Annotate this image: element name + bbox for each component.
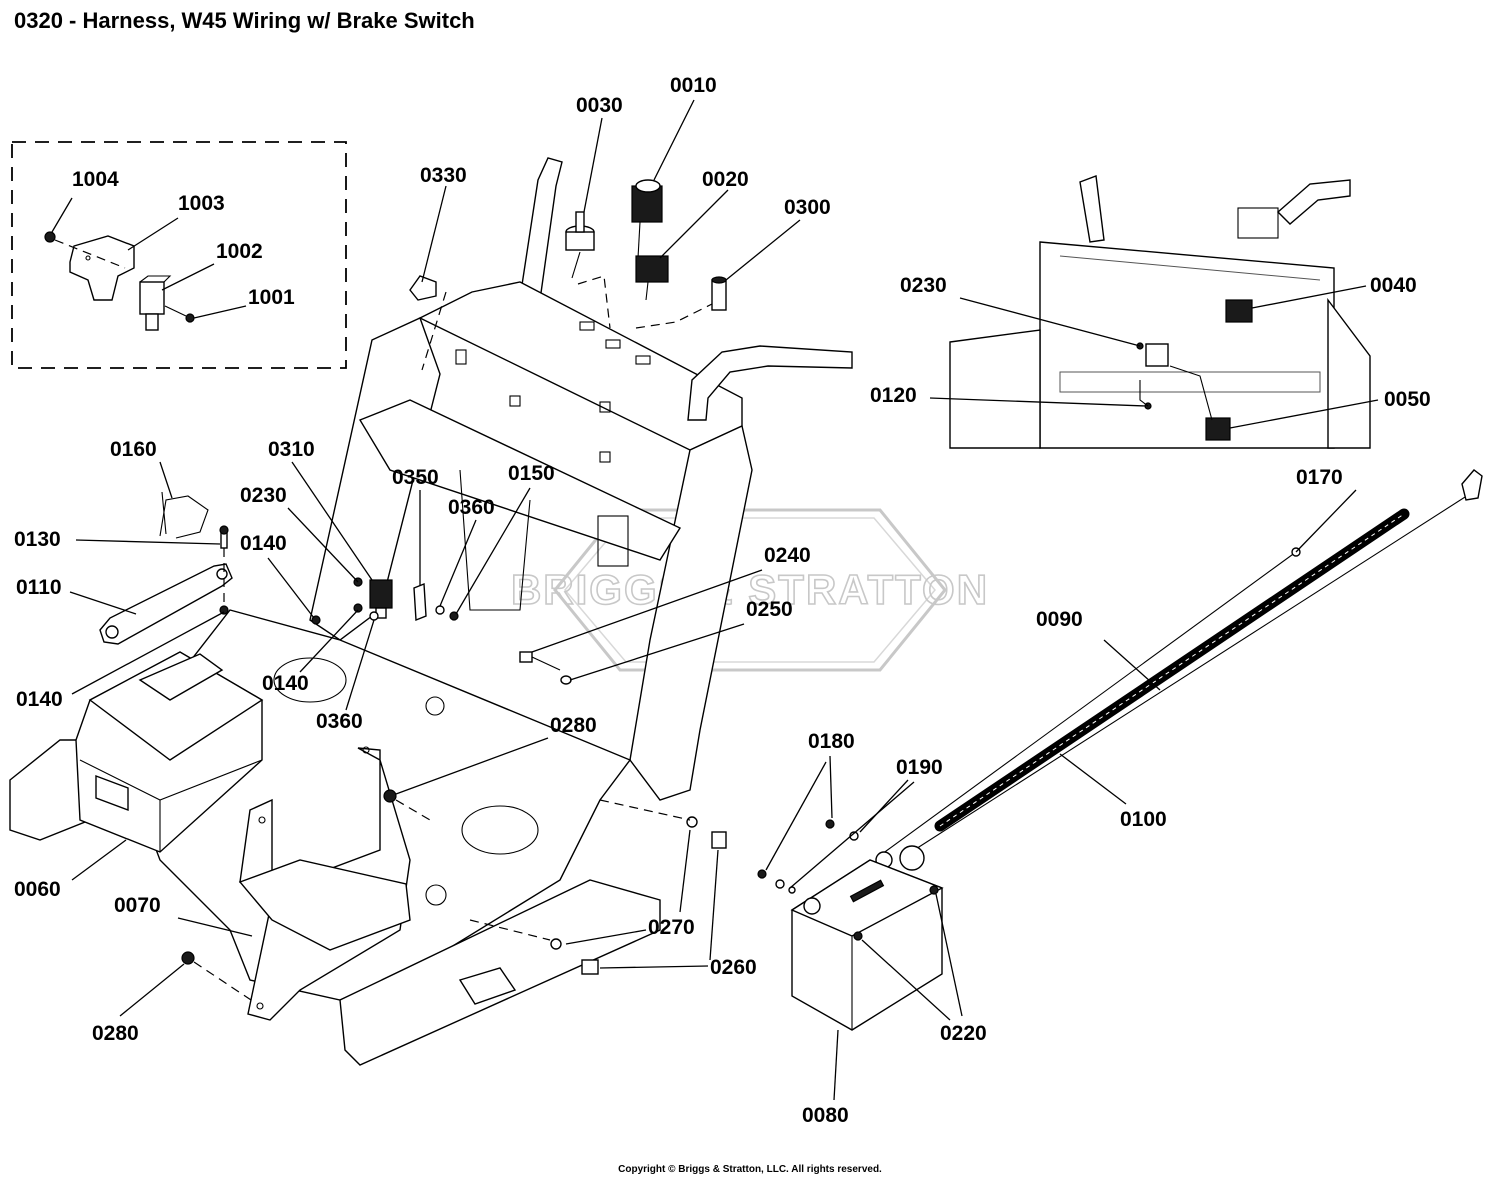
pto-switch [631,179,663,259]
callout-0140-a: 0140 [240,532,287,555]
bolt-0240-washer-0250 [519,651,572,685]
callout-0280-a: 0280 [550,714,597,737]
callout-0050: 0050 [1384,388,1431,411]
callout-0140-c: 0140 [262,672,309,695]
callout-0110: 0110 [16,576,62,599]
nuts-0280 [181,789,431,1003]
ignition-switch [565,211,595,279]
page-title: 0320 - Harness, W45 Wiring w/ Brake Swit… [14,8,475,33]
callout-0080: 0080 [802,1104,849,1127]
callout-0160: 0160 [110,438,157,461]
callout-1002: 1002 [216,240,263,263]
callout-0130: 0130 [14,528,61,551]
battery-cables [875,469,1483,871]
callout-0260: 0260 [710,956,757,979]
callout-1003: 1003 [178,192,225,215]
callout-0020: 0020 [702,168,749,191]
leader-lines [51,99,1379,1101]
callout-0120: 0120 [870,384,917,407]
callout-0030: 0030 [576,94,623,117]
callout-0180: 0180 [808,730,855,753]
callout-0230: 0230 [240,484,287,507]
callout-0360-b: 0360 [316,710,363,733]
callout-0270: 0270 [648,916,695,939]
callout-0140-b: 0140 [16,688,63,711]
callout-0040: 0040 [1370,274,1417,297]
bolts-0260-washers-0270 [469,799,727,975]
callout-0060: 0060 [14,878,61,901]
detail-view-brake-switch [949,175,1371,449]
callout-0250: 0250 [746,598,793,621]
battery-cover-0060 [75,651,264,853]
watermark-text: BRIGGS & STRATTON [511,566,989,613]
callout-0090: 0090 [1036,608,1083,631]
callout-0310: 0310 [268,438,315,461]
callout-0240: 0240 [764,544,811,567]
callout-0360-a: 0360 [448,496,495,519]
callout-0170: 0170 [1296,466,1343,489]
bracket-0350 [311,582,459,625]
callout-0010: 0010 [670,74,717,97]
battery-tray-0070 [238,746,411,1021]
hour-meter-or-fuse-holder [711,276,727,311]
screw-0130 [219,525,229,615]
callout-0350: 0350 [392,466,439,489]
callout-0330: 0330 [420,164,467,187]
connector-0330 [409,275,437,301]
switch-0310 [353,577,393,619]
cable-tie-0160 [159,491,209,539]
callout-labels: 1004 1003 1002 1001 0030 0010 0020 0300 … [14,74,1431,1127]
callout-0070: 0070 [114,894,161,917]
callout-0100: 0100 [1120,808,1167,831]
callout-0230-detail: 0230 [900,274,947,297]
callout-0280-b: 0280 [92,1022,139,1045]
inset-box [11,141,347,369]
callout-0150: 0150 [508,462,555,485]
callout-0300: 0300 [784,196,831,219]
clamp-0110 [99,563,233,645]
callout-1001: 1001 [248,286,295,309]
callout-0190: 0190 [896,756,943,779]
callout-1004: 1004 [72,168,119,191]
rocker-switch [635,255,669,301]
copyright-notice: Copyright © Briggs & Stratton, LLC. All … [618,1164,882,1175]
callout-0220: 0220 [940,1022,987,1045]
